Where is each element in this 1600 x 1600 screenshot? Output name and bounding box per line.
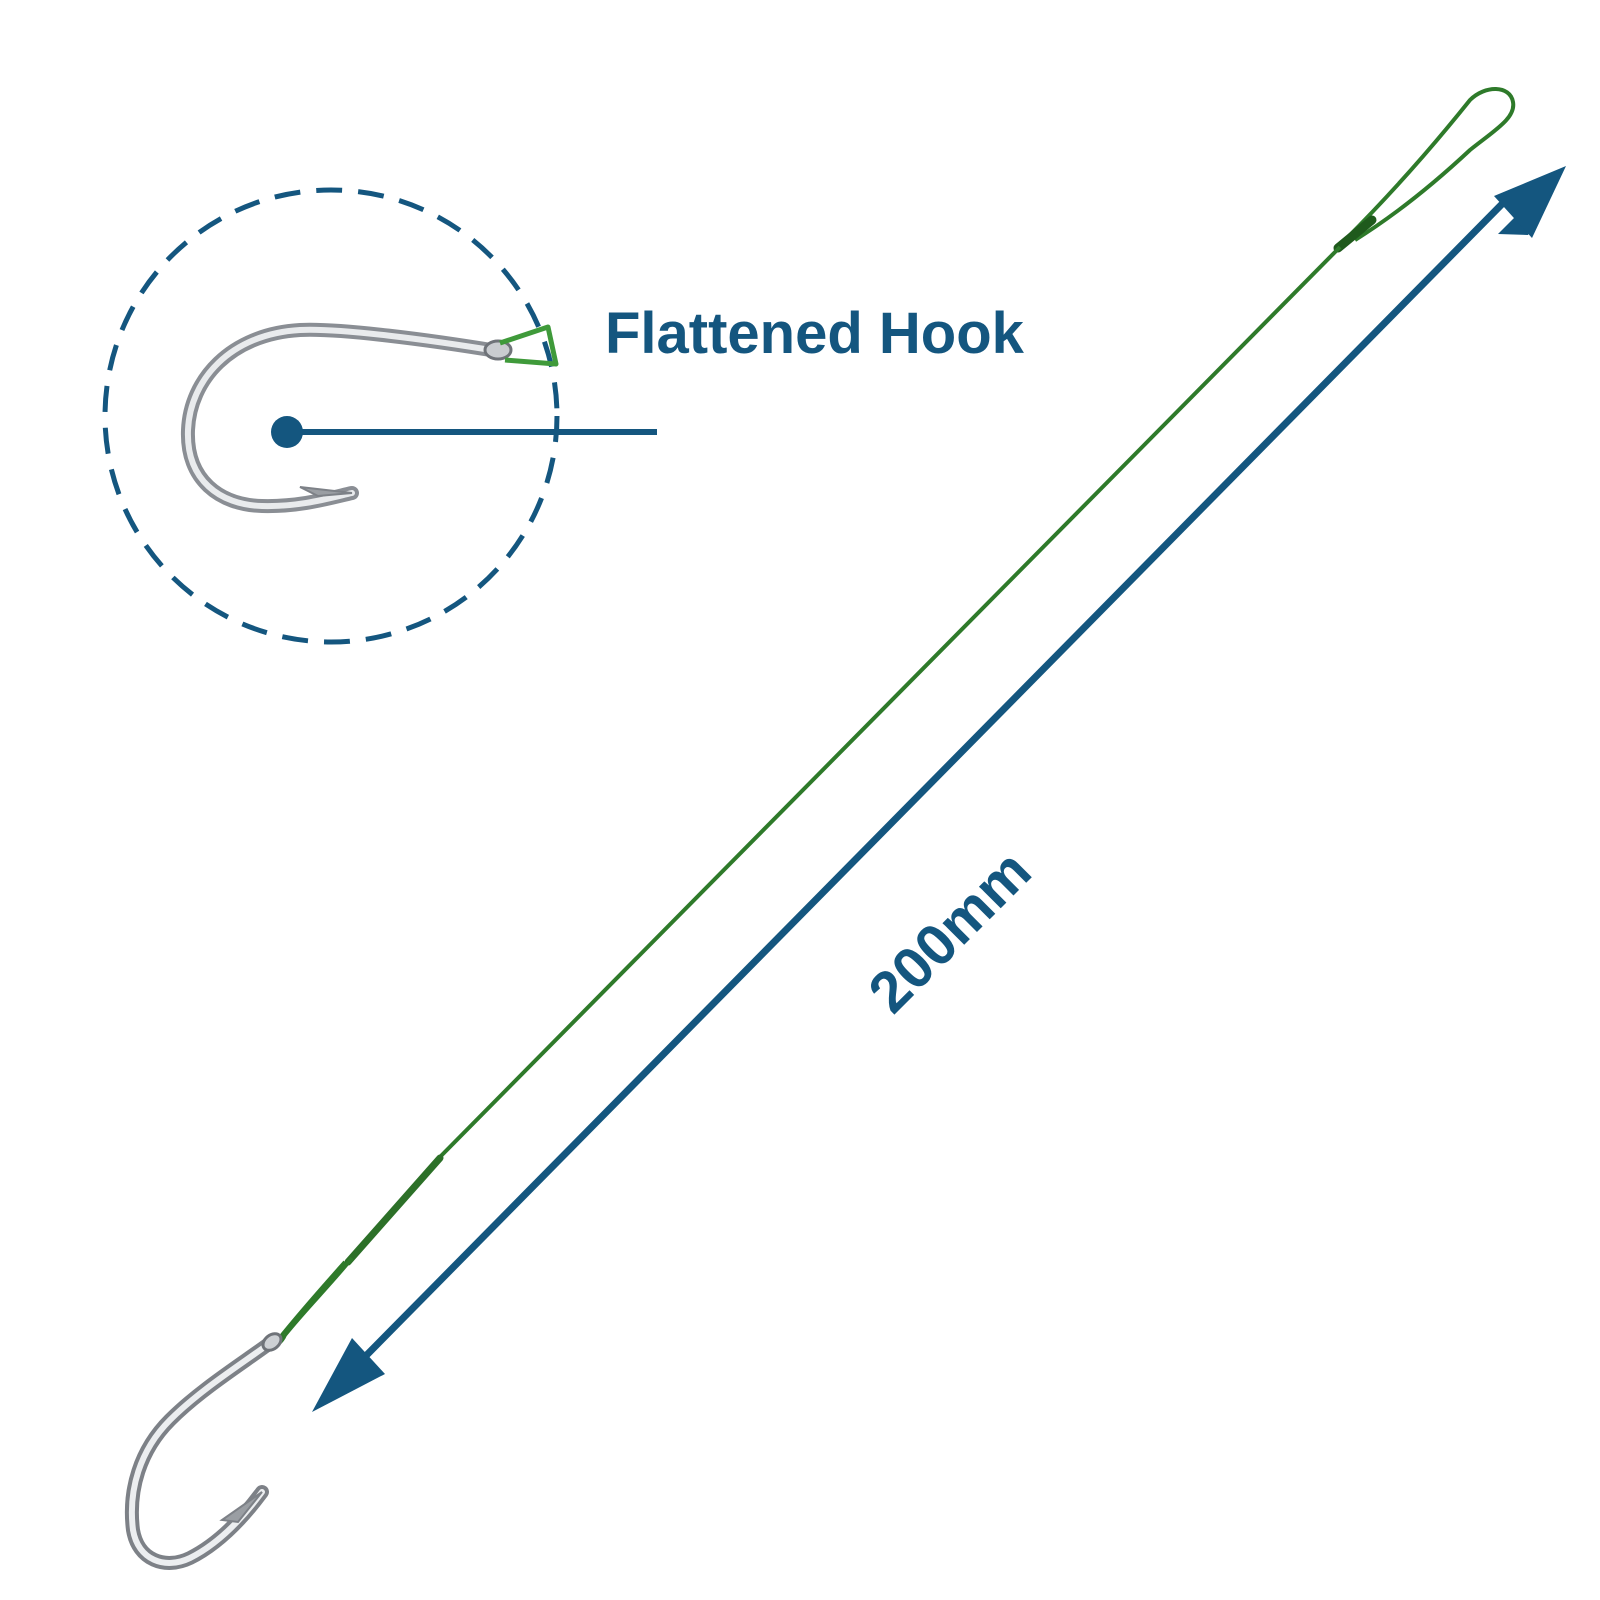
zoomed-hook-shank-highlight — [184, 326, 500, 510]
dimension-arrow-line — [343, 197, 1509, 1379]
hook-image — [124, 1332, 283, 1570]
zoomed-leader-loop — [499, 324, 559, 367]
leader-bottom-crimp — [344, 1154, 444, 1266]
hook-eye — [261, 1332, 283, 1352]
zoomed-hook-barb — [299, 486, 353, 498]
arrowhead-top — [1494, 166, 1566, 238]
hook-shank-highlight — [128, 1340, 273, 1566]
leader-assembly — [124, 87, 1516, 1570]
arrowhead-bottom — [312, 1338, 385, 1412]
leader-top-loop — [1343, 87, 1516, 242]
zoomed-hook-eye — [483, 339, 513, 361]
hook-barb — [219, 1491, 263, 1524]
zoomed-hook-shank — [180, 322, 504, 514]
zoomed-hook-image — [180, 322, 559, 514]
callout-group: Flattened Hook — [102, 187, 1025, 645]
leader-top-crimp — [1333, 215, 1377, 253]
leader-wire — [433, 245, 1342, 1164]
callout-label: Flattened Hook — [605, 301, 1025, 366]
hook-shank — [124, 1336, 277, 1570]
callout-dashed-circle — [102, 187, 560, 645]
leader-bottom-loop — [268, 1256, 354, 1348]
dimension-label: 200mm — [856, 838, 1043, 1025]
dot-icon — [271, 416, 303, 448]
